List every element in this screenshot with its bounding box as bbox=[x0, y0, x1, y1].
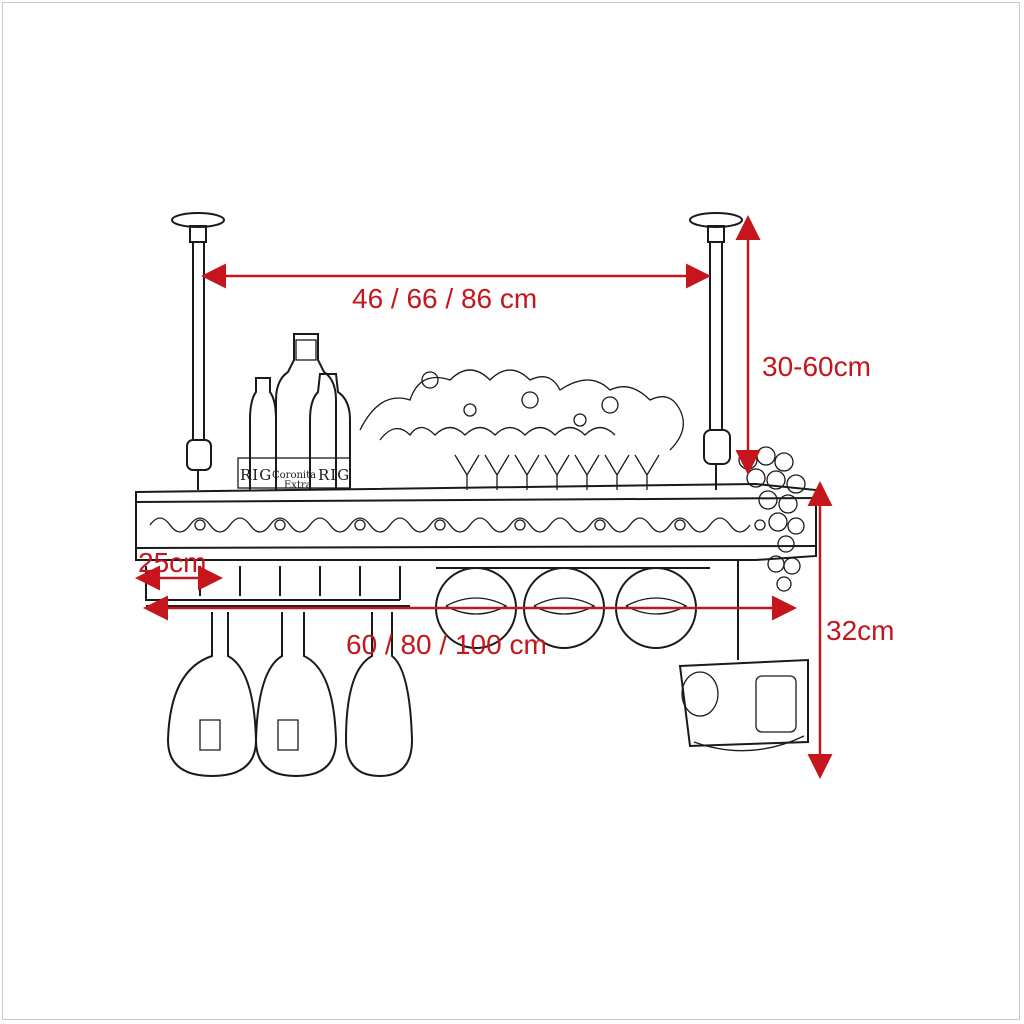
bottle-group: RIG Coronita Extra RIG bbox=[237, 333, 351, 491]
ceiling-rod-right bbox=[689, 212, 743, 490]
bottle-label-center: Coronita bbox=[272, 470, 316, 481]
shelf-body bbox=[135, 482, 817, 561]
bottle-label-left: RIG bbox=[240, 466, 272, 484]
dimension-label-bottom-width: 60 / 80 / 100 cm bbox=[346, 629, 547, 660]
dimension-label-rack-height: 32cm bbox=[826, 615, 894, 646]
hanging-glasses bbox=[166, 612, 414, 778]
flower-arrangement bbox=[359, 369, 684, 451]
ceiling-rod-left bbox=[171, 212, 225, 490]
dimension-label-drop-height: 30-60cm bbox=[762, 351, 871, 382]
dimension-label-top-width: 46 / 66 / 86 cm bbox=[352, 283, 537, 314]
dimension-label-depth: 25cm bbox=[138, 547, 206, 578]
bottle-label-center-sub: Extra bbox=[284, 480, 312, 491]
bottle-label-right: RIG bbox=[318, 466, 350, 484]
ornamental-railing bbox=[149, 517, 766, 533]
